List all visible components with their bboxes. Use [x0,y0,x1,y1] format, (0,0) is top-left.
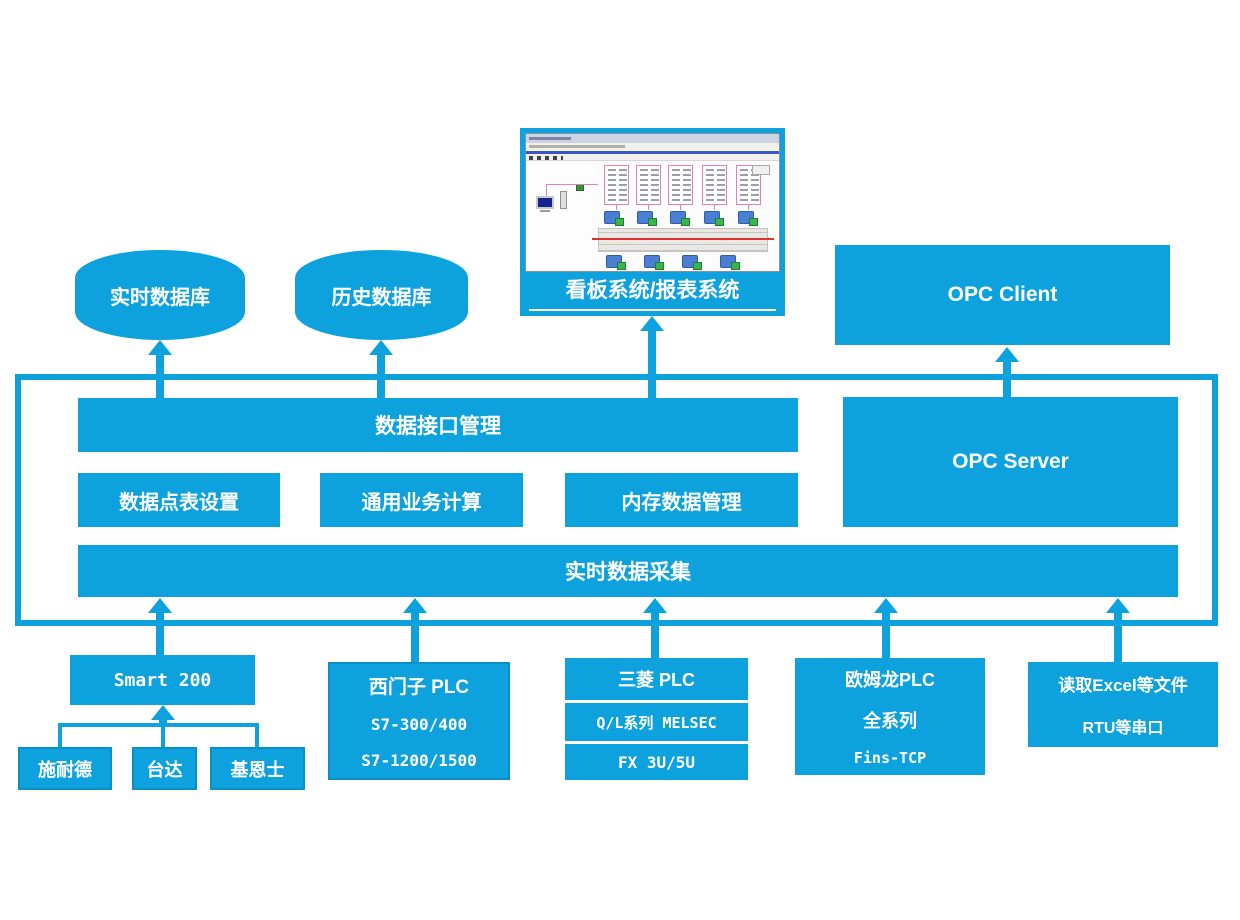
mini-window-menubar [526,143,779,150]
mini-plc-icon [738,211,758,226]
bracket-left-line [58,723,62,749]
mini-connector-line [680,205,681,210]
kanban-caption-underline [529,309,776,311]
mini-plc-icon [637,211,657,226]
mini-monitor-icon [536,196,554,209]
mini-connector-line [546,184,547,196]
keyence-label: 基恩士 [230,759,285,780]
bracket-mid-line [161,723,165,749]
arrow-up-to-opc-client [995,347,1019,402]
smart200-box: Smart 200 [70,655,255,705]
point-table-label: 数据点表设置 [119,491,239,514]
mini-window-titlebar [526,134,779,143]
delta-label: 台达 [146,759,183,780]
mini-red-trend-line [592,238,774,240]
delta-box: 台达 [132,747,197,790]
business-calc-label: 通用业务计算 [361,491,482,514]
mini-window-toolbar [526,154,779,161]
mini-window-toolbar-icons [529,156,563,160]
mini-device-group-icon [702,165,727,205]
mini-device-group-icon [668,165,693,205]
mini-plc-icon [604,211,624,226]
siemens-plc-box: 西门子 PLC S7-300/400 S7-1200/1500 [328,662,510,780]
opc-client-label: OPC Client [947,283,1058,306]
data-interface-label: 数据接口管理 [375,415,501,438]
file-sources-line2: RTU等串口 [1082,720,1164,737]
arrow-up-from-omron [874,598,898,660]
mini-window-title-text [529,137,571,140]
bracket-right-line [255,723,259,749]
arrow-up-from-smart200 [148,598,172,658]
history-database-label: 历史数据库 [331,286,432,309]
mitsubishi-plc-title-box: 三菱 PLC [565,658,748,700]
schneider-box: 施耐德 [18,747,112,790]
opc-server-box: OPC Server [843,397,1178,527]
mini-connector-line [616,205,617,210]
mitsubishi-plc-title: 三菱 PLC [617,670,695,690]
omron-plc-box: 欧姆龙PLC 全系列 Fins-TCP [795,658,985,775]
mini-connector-line [748,205,749,210]
kanban-report-system-box: 看板系统/报表系统 [520,128,785,316]
mitsubishi-plc-series-box: Q/L系列 MELSEC [565,703,748,741]
business-calc-box: 通用业务计算 [320,473,523,527]
arrow-up-to-smart200 [151,705,175,727]
omron-plc-title: 欧姆龙PLC [845,669,935,690]
mini-plc-icon [682,255,702,270]
mini-plc-icon [704,211,724,226]
omron-plc-line1: 全系列 [863,711,917,732]
mini-window-menu-text [529,145,625,148]
file-sources-line1: 读取Excel等文件 [1058,676,1188,695]
mini-plc-icon [670,211,690,226]
siemens-plc-line2: S7-1200/1500 [361,750,477,770]
realtime-collect-label: 实时数据采集 [565,561,691,584]
mitsubishi-plc-fx-box: FX 3U/5U [565,744,748,780]
scada-screenshot-window [525,133,780,272]
history-database-cylinder: 历史数据库 [295,250,468,340]
data-interface-bar: 数据接口管理 [78,398,798,452]
mini-window-divider [526,151,779,154]
siemens-plc-title: 西门子 PLC [368,677,470,699]
arrow-up-from-mitsubishi [643,598,667,660]
mini-connector-line [546,184,598,185]
mini-data-table [598,228,768,252]
mini-legend-box [752,165,770,175]
point-table-box: 数据点表设置 [78,473,280,527]
smart200-label: Smart 200 [113,669,212,691]
realtime-database-label: 实时数据库 [110,286,210,309]
mitsubishi-plc-line2: FX 3U/5U [617,752,696,772]
mini-plc-icon [644,255,664,270]
arrow-up-to-kanban [640,316,664,402]
mini-connector-line [714,205,715,210]
schneider-label: 施耐德 [38,759,92,780]
mini-tower-icon [560,191,567,209]
mini-module-icon [576,184,584,191]
omron-plc-line2: Fins-TCP [853,749,927,768]
memory-data-label: 内存数据管理 [621,491,742,514]
mini-device-group-icon [636,165,661,205]
file-sources-box: 读取Excel等文件 RTU等串口 [1028,662,1218,747]
opc-server-label: OPC Server [952,450,1069,473]
keyence-box: 基恩士 [210,747,305,790]
bracket-horizontal-line [58,723,259,727]
realtime-collect-bar: 实时数据采集 [78,545,1178,597]
mini-plc-icon [606,255,626,270]
kanban-caption: 看板系统/报表系统 [565,279,740,302]
arrow-up-from-siemens [403,598,427,664]
arrow-up-from-file-sources [1106,598,1130,664]
mini-monitor-stand [540,210,550,212]
mitsubishi-plc-line1: Q/L系列 MELSEC [596,713,717,732]
platform-container-frame [15,374,1218,626]
realtime-database-cylinder: 实时数据库 [75,250,245,340]
opc-client-box: OPC Client [835,245,1170,345]
mini-device-group-icon [604,165,629,205]
mini-plc-icon [720,255,740,270]
siemens-plc-line1: S7-300/400 [370,715,468,735]
memory-data-box: 内存数据管理 [565,473,798,527]
mini-connector-line [648,205,649,210]
